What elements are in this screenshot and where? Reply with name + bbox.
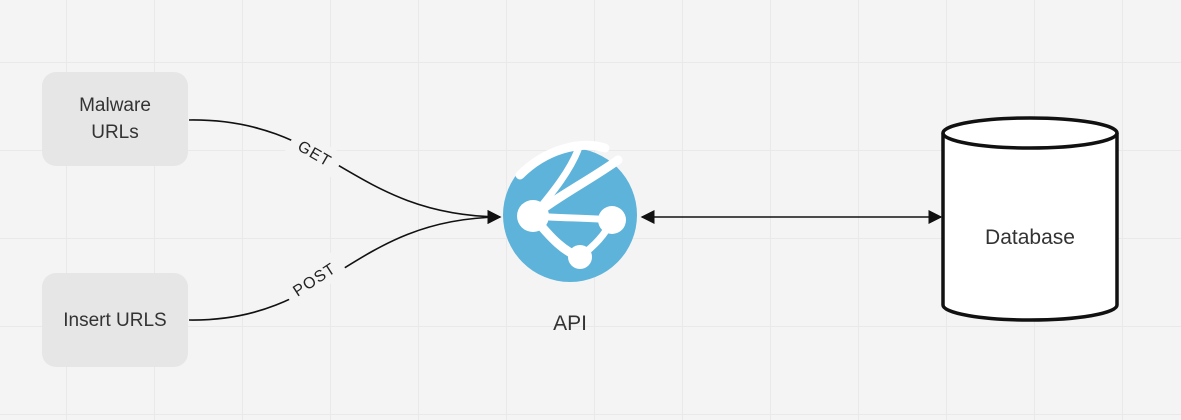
get-connector[interactable] bbox=[188, 119, 502, 224]
malware-urls-node[interactable]: Malware URLs bbox=[42, 72, 188, 166]
malware-urls-line-2: URLs bbox=[91, 122, 139, 143]
database-label: Database bbox=[985, 226, 1075, 249]
database-node[interactable]: Database bbox=[941, 116, 1119, 322]
insert-urls-label: Insert URLS bbox=[63, 309, 167, 331]
api-label: API bbox=[553, 312, 587, 335]
insert-urls-node[interactable]: Insert URLS bbox=[42, 273, 188, 367]
malware-urls-line-1: Malware bbox=[79, 95, 151, 116]
azure-app-service-globe-icon[interactable] bbox=[503, 140, 637, 282]
